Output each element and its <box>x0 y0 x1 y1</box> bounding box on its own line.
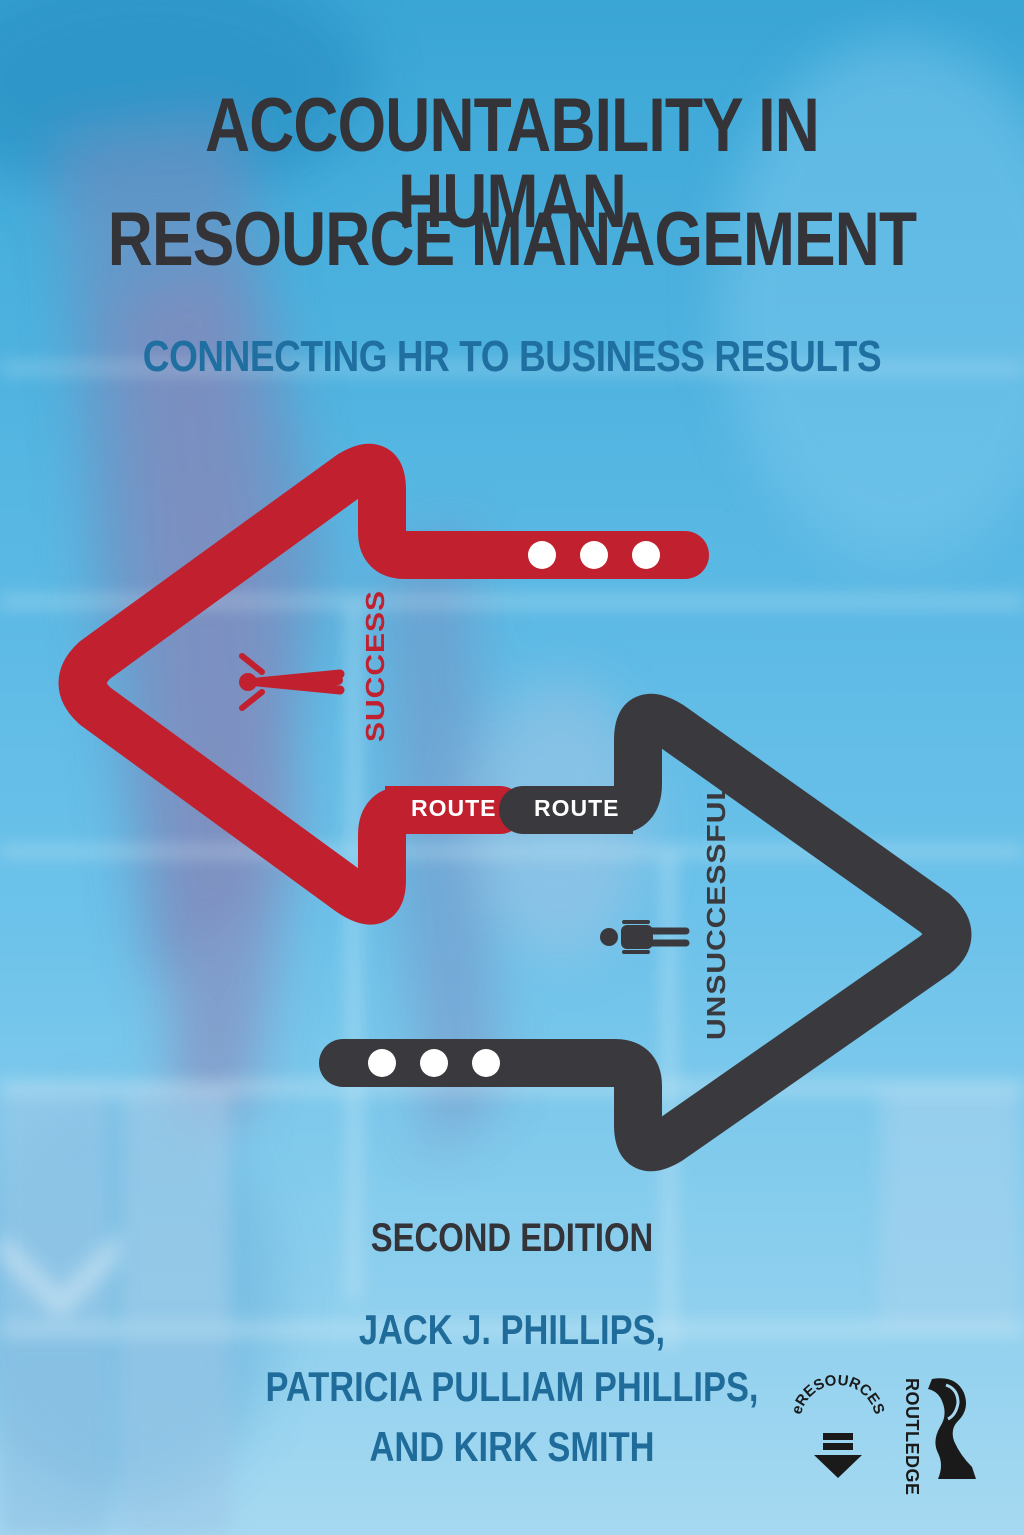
routledge-logo <box>928 1378 976 1479</box>
dot-icon <box>528 541 556 569</box>
unsuccessful-arrow <box>319 693 972 1172</box>
download-arrow-icon <box>814 1433 862 1478</box>
dot-icon <box>580 541 608 569</box>
book-title-line-2: RESOURCE MANAGEMENT <box>107 197 917 282</box>
success-arrow <box>58 443 709 925</box>
book-subtitle: CONNECTING HR TO BUSINESS RESULTS <box>142 332 882 381</box>
svg-text:eRESOURCES: eRESOURCES <box>790 1375 886 1416</box>
dot-icon <box>368 1049 396 1077</box>
author-line: AND KIRK SMITH <box>369 1423 655 1470</box>
dot-icon <box>472 1049 500 1077</box>
dot-icon <box>632 541 660 569</box>
author-line: JACK J. PHILLIPS, <box>358 1306 666 1353</box>
standing-person-icon <box>600 920 690 954</box>
unsuccessful-label: UNSUCCESSFUL <box>703 781 732 1040</box>
dot-icon <box>420 1049 448 1077</box>
success-route-label: ROUTE <box>411 795 497 821</box>
success-label: SUCCESS <box>362 589 391 742</box>
eresources-text: eRESOURCES <box>790 1375 886 1416</box>
edition-label: SECOND EDITION <box>370 1216 654 1260</box>
unsuccessful-route-label: ROUTE <box>534 795 620 821</box>
eresources-logo: eRESOURCES <box>790 1375 886 1478</box>
author-line: PATRICIA PULLIAM PHILLIPS, <box>265 1363 759 1410</box>
book-title-line-1: ACCOUNTABILITY IN HUMAN <box>205 83 820 244</box>
jumping-person-icon <box>239 653 345 711</box>
